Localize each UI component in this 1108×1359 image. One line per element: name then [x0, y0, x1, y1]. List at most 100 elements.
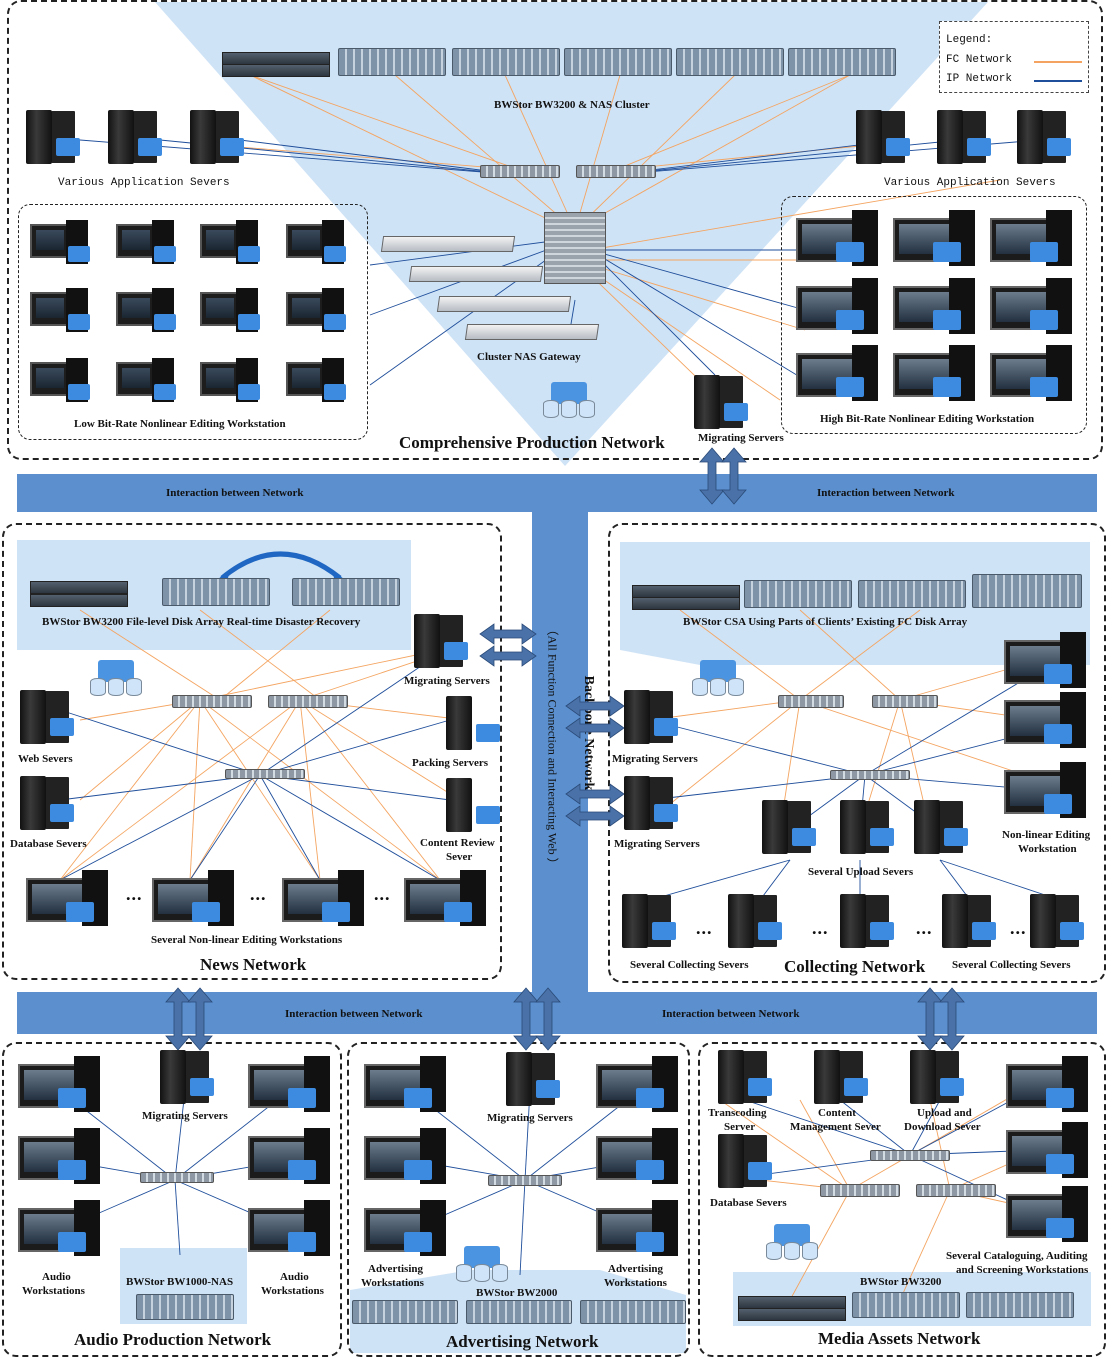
application-server: [108, 110, 162, 164]
collecting-title: Collecting Network: [784, 957, 926, 976]
application-server: [26, 110, 80, 164]
advertising-workstation: [596, 1128, 682, 1190]
disk-array: [338, 48, 446, 76]
editing-workstation: [26, 870, 112, 932]
media-transcoding-label-1: Transcoding: [708, 1107, 767, 1119]
comprehensive-title: Comprehensive Production Network: [399, 433, 665, 452]
bidirectional-arrow: [187, 987, 213, 1051]
fc-switch: [576, 165, 656, 178]
audio-workstation: [18, 1056, 104, 1118]
interaction-label-bottom-left: Interaction between Network: [285, 1008, 423, 1020]
database-server: [20, 776, 74, 830]
advertising-workstation: [364, 1200, 450, 1262]
storage-folder-icon: [456, 1246, 514, 1282]
low-bitrate-group: [18, 204, 368, 440]
audio-migrating-label: Migrating Servers: [142, 1110, 228, 1122]
legend-fc-swatch: [1034, 61, 1082, 63]
low-bitrate-workstation: [200, 288, 262, 336]
collecting-migrating-label-2: Migrating Servers: [614, 838, 700, 850]
advertising-title: Advertising Network: [446, 1332, 599, 1351]
low-bitrate-workstation: [116, 358, 178, 406]
high-bitrate-workstation: [796, 278, 882, 340]
application-server: [937, 110, 991, 164]
editing-workstation: [1004, 762, 1090, 824]
advertising-migrating-label: Migrating Servers: [487, 1112, 573, 1124]
advertising-region: [347, 1042, 690, 1357]
content-management-server: [814, 1050, 868, 1104]
advertising-storage-label: BWStor BW2000: [476, 1287, 558, 1299]
editing-workstation: [1004, 692, 1090, 754]
collecting-ellipsis: ...: [696, 918, 713, 938]
cataloguing-workstation: [1006, 1122, 1092, 1184]
storage-folder-icon: [543, 382, 601, 418]
upload-server: [914, 800, 968, 854]
low-bitrate-workstation: [30, 288, 92, 336]
migrating-server: [506, 1052, 560, 1106]
collecting-ellipsis: ...: [916, 918, 933, 938]
high-bitrate-workstation: [990, 345, 1076, 407]
storage-folder-icon: [692, 660, 750, 696]
advertising-ws-right-label-2: Workstations: [604, 1277, 667, 1289]
low-bitrate-workstation: [286, 220, 348, 268]
bidirectional-arrow: [721, 447, 747, 505]
application-server: [190, 110, 244, 164]
disk-array: [466, 1300, 572, 1324]
advertising-workstation: [364, 1056, 450, 1118]
bidirectional-arrow: [479, 623, 537, 645]
media-transcoding-label-2: Server: [724, 1121, 756, 1133]
audio-ws-right-label-1: Audio: [280, 1271, 309, 1283]
collecting-server: [1030, 894, 1084, 948]
interaction-label-bottom-right: Interaction between Network: [662, 1008, 800, 1020]
advertising-workstation: [364, 1128, 450, 1190]
audio-workstation: [18, 1200, 104, 1262]
audio-nas-label: BWStor BW1000-NAS: [126, 1276, 234, 1288]
disk-array: [580, 1300, 686, 1324]
low-bitrate-workstation: [286, 358, 348, 406]
high-bitrate-group: [781, 196, 1087, 434]
news-migrating-label: Migrating Servers: [404, 675, 490, 687]
ip-switch: [225, 769, 305, 779]
nas-cluster-label: BWStor BW3200 & NAS Cluster: [494, 99, 650, 111]
collecting-left-label: Several Collecting Severs: [630, 959, 749, 971]
disk-array: [972, 574, 1082, 608]
fc-switch: [268, 695, 348, 708]
collecting-upload-label: Several Upload Severs: [808, 866, 914, 878]
application-server: [1017, 110, 1071, 164]
low-bitrate-workstation: [30, 358, 92, 406]
fc-switch: [872, 695, 938, 708]
disk-array: [858, 580, 966, 608]
audio-ws-right-label-2: Workstations: [261, 1285, 324, 1297]
collecting-right-label: Several Collecting Severs: [952, 959, 1071, 971]
storage-folder-icon: [766, 1224, 824, 1260]
app-servers-left-label: Various Application Severs: [58, 177, 230, 189]
storage-controller: [632, 597, 740, 610]
advertising-ws-left-label-2: Workstations: [361, 1277, 424, 1289]
bidirectional-arrow: [699, 447, 725, 505]
migrating-server: [694, 375, 748, 429]
storage-controller: [222, 64, 330, 77]
disk-array: [162, 578, 270, 606]
editing-workstation: [152, 870, 238, 932]
interaction-label-top-right: Interaction between Network: [817, 487, 955, 499]
migrating-server: [624, 776, 678, 830]
media-storage-label: BWStor BW3200: [860, 1276, 942, 1288]
cataloguing-workstation: [1006, 1186, 1092, 1248]
news-storage-label: BWStor BW3200 File-level Disk Array Real…: [42, 616, 361, 628]
storage-controller: [30, 581, 128, 594]
collecting-server: [728, 894, 782, 948]
collecting-nle-label-2: Workstation: [1018, 843, 1077, 855]
low-bitrate-workstation: [286, 288, 348, 336]
media-upload-label-2: Download Sever: [904, 1121, 981, 1133]
advertising-workstation: [596, 1056, 682, 1118]
media-upload-label-1: Upload and: [917, 1107, 972, 1119]
ip-switch: [870, 1150, 950, 1161]
cataloguing-workstation: [1006, 1056, 1092, 1118]
audio-ws-left-label-2: Workstations: [22, 1285, 85, 1297]
editing-workstation: [404, 870, 490, 932]
collecting-server: [622, 894, 676, 948]
storage-folder-icon: [90, 660, 148, 696]
ip-switch: [488, 1175, 562, 1186]
low-bitrate-label: Low Bit-Rate Nonlinear Editing Workstati…: [74, 418, 286, 430]
bidirectional-arrow: [565, 805, 625, 827]
